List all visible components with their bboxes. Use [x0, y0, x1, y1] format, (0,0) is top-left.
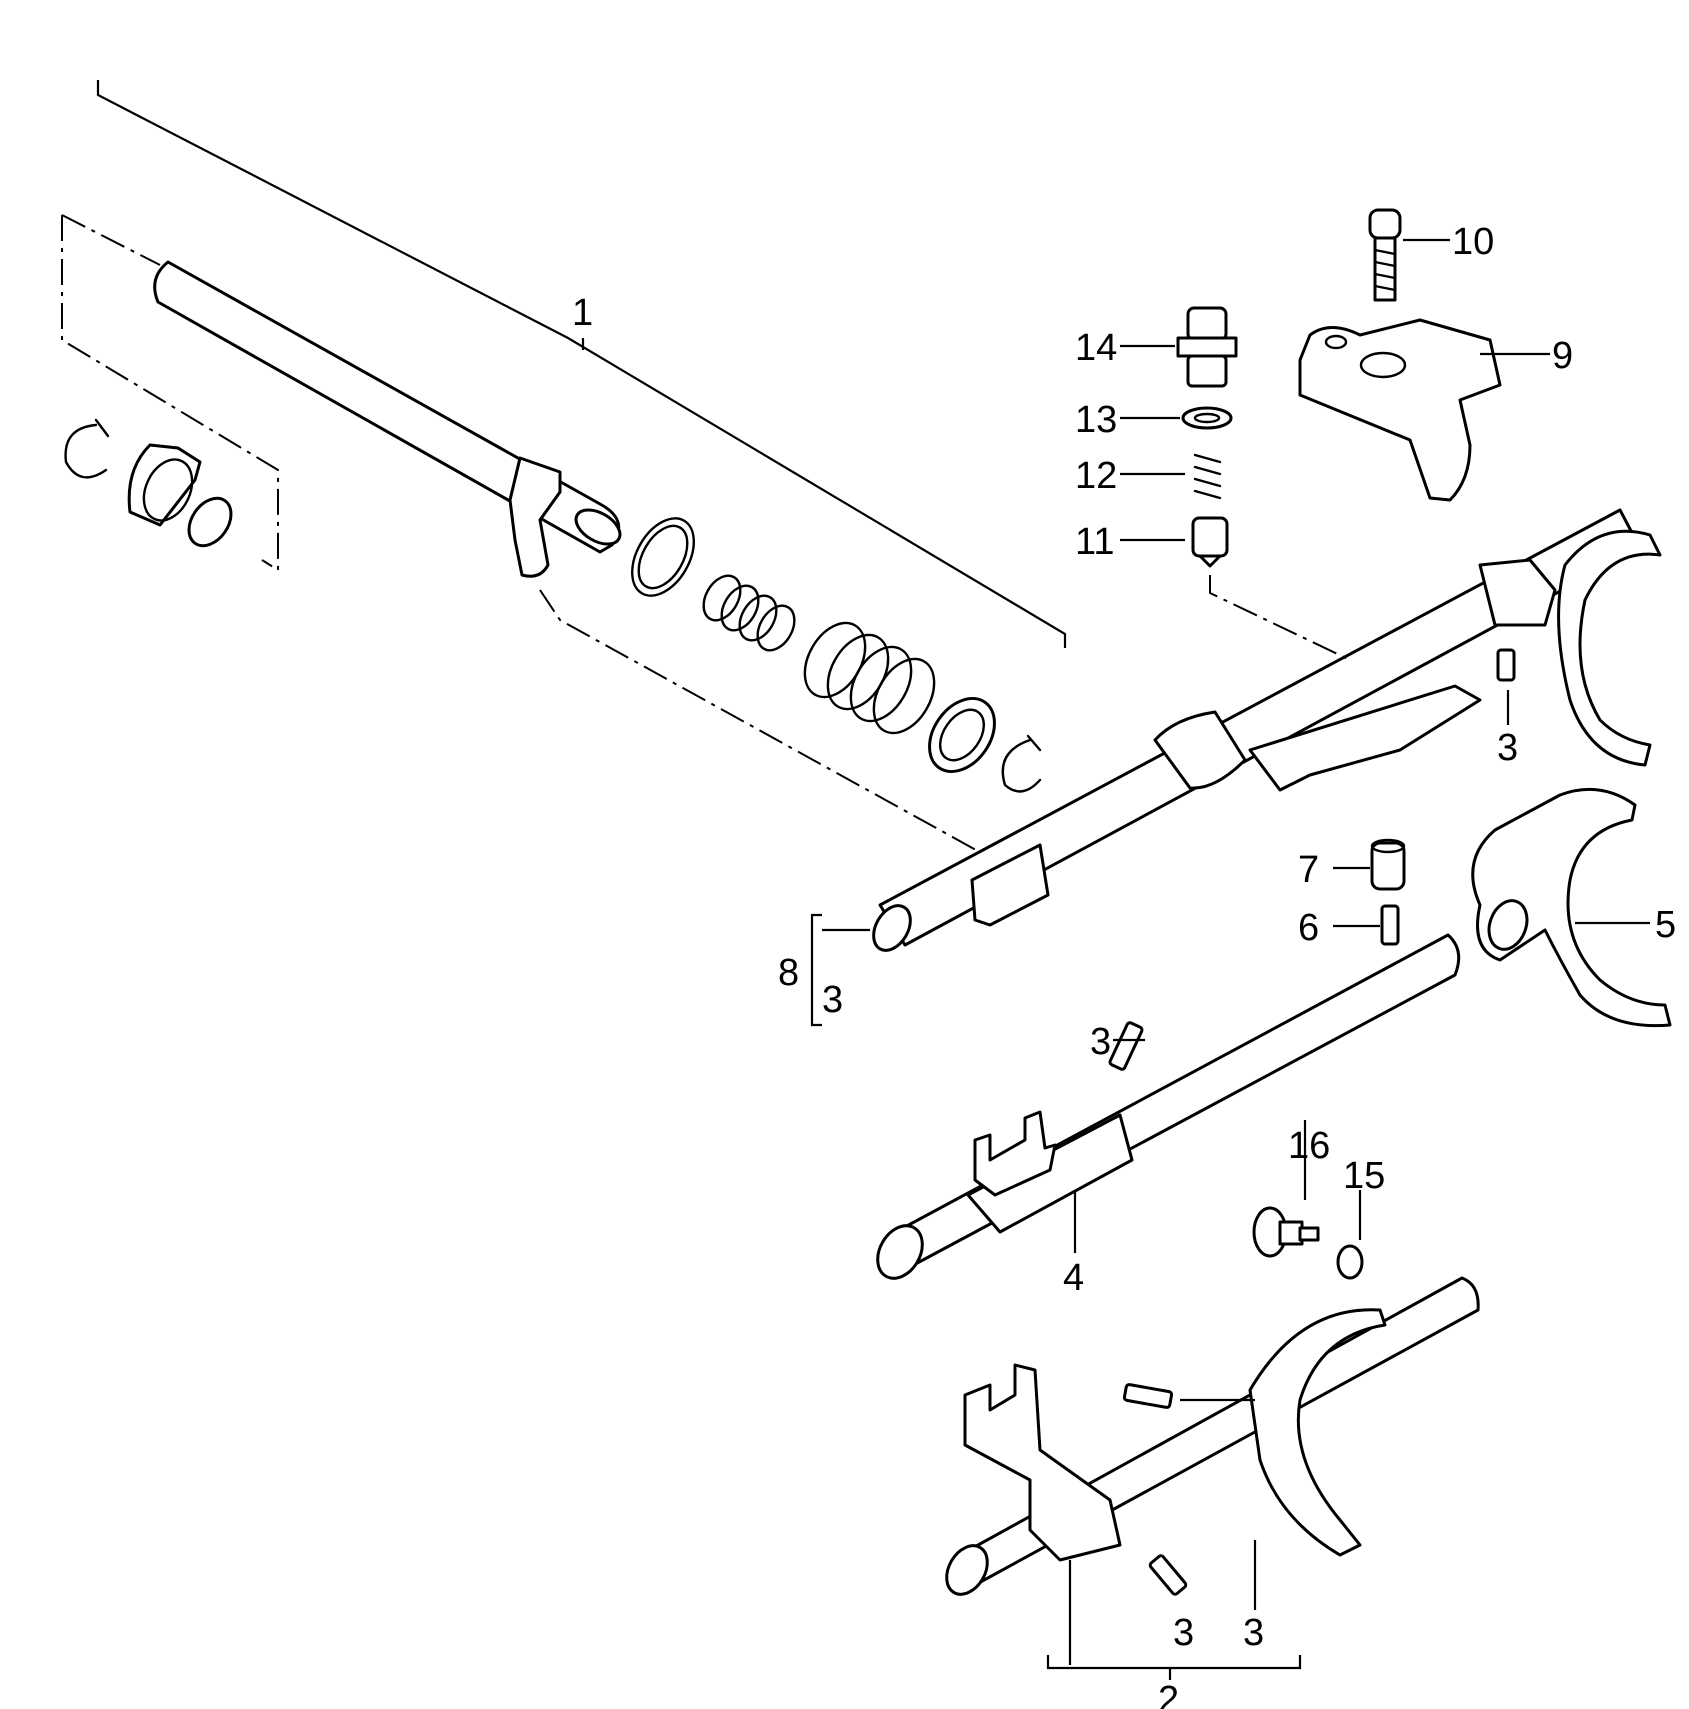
callout-3-bottom-left: 3 [1173, 1612, 1194, 1654]
shift-fork-5 [1471, 787, 1672, 1028]
callout-3-rod8: 3 [822, 979, 843, 1021]
callout-6: 6 [1298, 907, 1319, 949]
ring-small [187, 496, 233, 548]
callout-11: 11 [1075, 521, 1114, 563]
leader-lines [810, 238, 1650, 1402]
callout-13: 13 [1075, 399, 1117, 441]
callout-3-middle: 3 [1090, 1021, 1111, 1063]
outer-spring [803, 621, 936, 735]
pin-6 [1380, 904, 1400, 946]
callout-7: 7 [1298, 849, 1319, 891]
callout-2: 2 [1158, 1679, 1179, 1709]
pin-3-top [1496, 648, 1516, 682]
callout-9: 9 [1552, 335, 1573, 377]
detent-plunger-11 [1191, 516, 1351, 661]
callout-15: 15 [1343, 1155, 1385, 1197]
inner-spring [702, 574, 796, 652]
callout-5: 5 [1655, 904, 1676, 946]
selector-rod-2 [945, 1276, 1480, 1596]
circlip-right [1001, 734, 1042, 793]
callout-4: 4 [1063, 1257, 1084, 1299]
locking-plate-9 [1298, 318, 1502, 502]
retainer-sleeve [127, 443, 202, 527]
washer-15 [1336, 1244, 1364, 1280]
selector-rod-8 [872, 508, 1642, 952]
circlip-left [64, 418, 110, 479]
bolt-16 [1252, 1206, 1320, 1258]
callout-12: 12 [1075, 455, 1117, 497]
assembly-1-dash-outline [61, 214, 986, 856]
callout-labels: 1 10 14 9 13 12 11 3 7 5 6 8 3 3 16 15 4… [572, 221, 1676, 1709]
pin-3-bottom-a [1122, 1383, 1174, 1409]
shift-fork-top [1478, 529, 1662, 767]
pin-3-bottom-b [1148, 1554, 1188, 1596]
callout-3-bottom-right: 3 [1243, 1612, 1264, 1654]
callout-10: 10 [1452, 221, 1494, 263]
assembly-2-bracket [1046, 1540, 1302, 1680]
screw-10 [1368, 208, 1402, 302]
spring-seat [928, 697, 996, 773]
selector-shaft-1 [153, 260, 622, 578]
callout-1: 1 [572, 292, 593, 334]
spring-12 [1193, 453, 1222, 500]
callout-8: 8 [778, 952, 799, 994]
pin-3-middle [1108, 1021, 1145, 1071]
o-ring [631, 517, 695, 597]
cap-7 [1370, 838, 1406, 891]
callout-16: 16 [1288, 1125, 1330, 1167]
callout-3-top: 3 [1497, 727, 1518, 769]
washer-13 [1181, 406, 1233, 430]
plug-14 [1176, 306, 1238, 388]
selector-rod-4 [876, 933, 1461, 1280]
assembly-1-bracket [96, 80, 1067, 648]
callout-14: 14 [1075, 327, 1117, 369]
